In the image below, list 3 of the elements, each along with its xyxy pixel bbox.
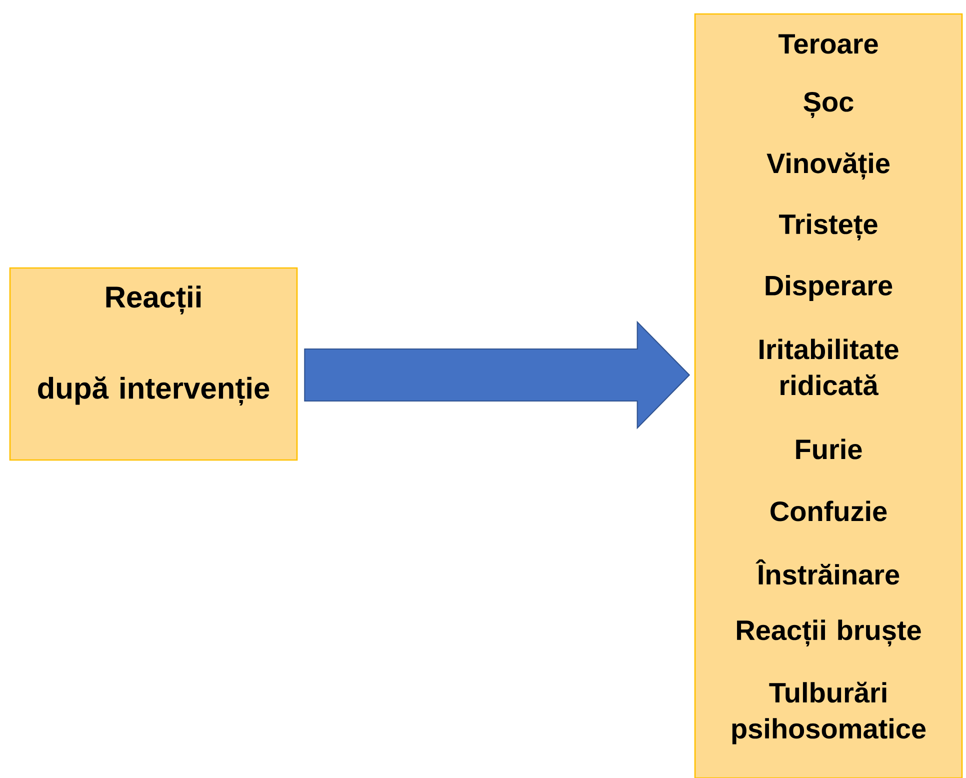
text-box: Teroare Șoc Vinovăție Tristețe Disperare Iritabilitate ridicată Furie Confuzie Înstrăinare Reacții bruște Tulburări psihosomatice (694, 13, 963, 778)
text-box: Reacții după intervenție (9, 267, 298, 461)
arrow (304, 320, 690, 430)
